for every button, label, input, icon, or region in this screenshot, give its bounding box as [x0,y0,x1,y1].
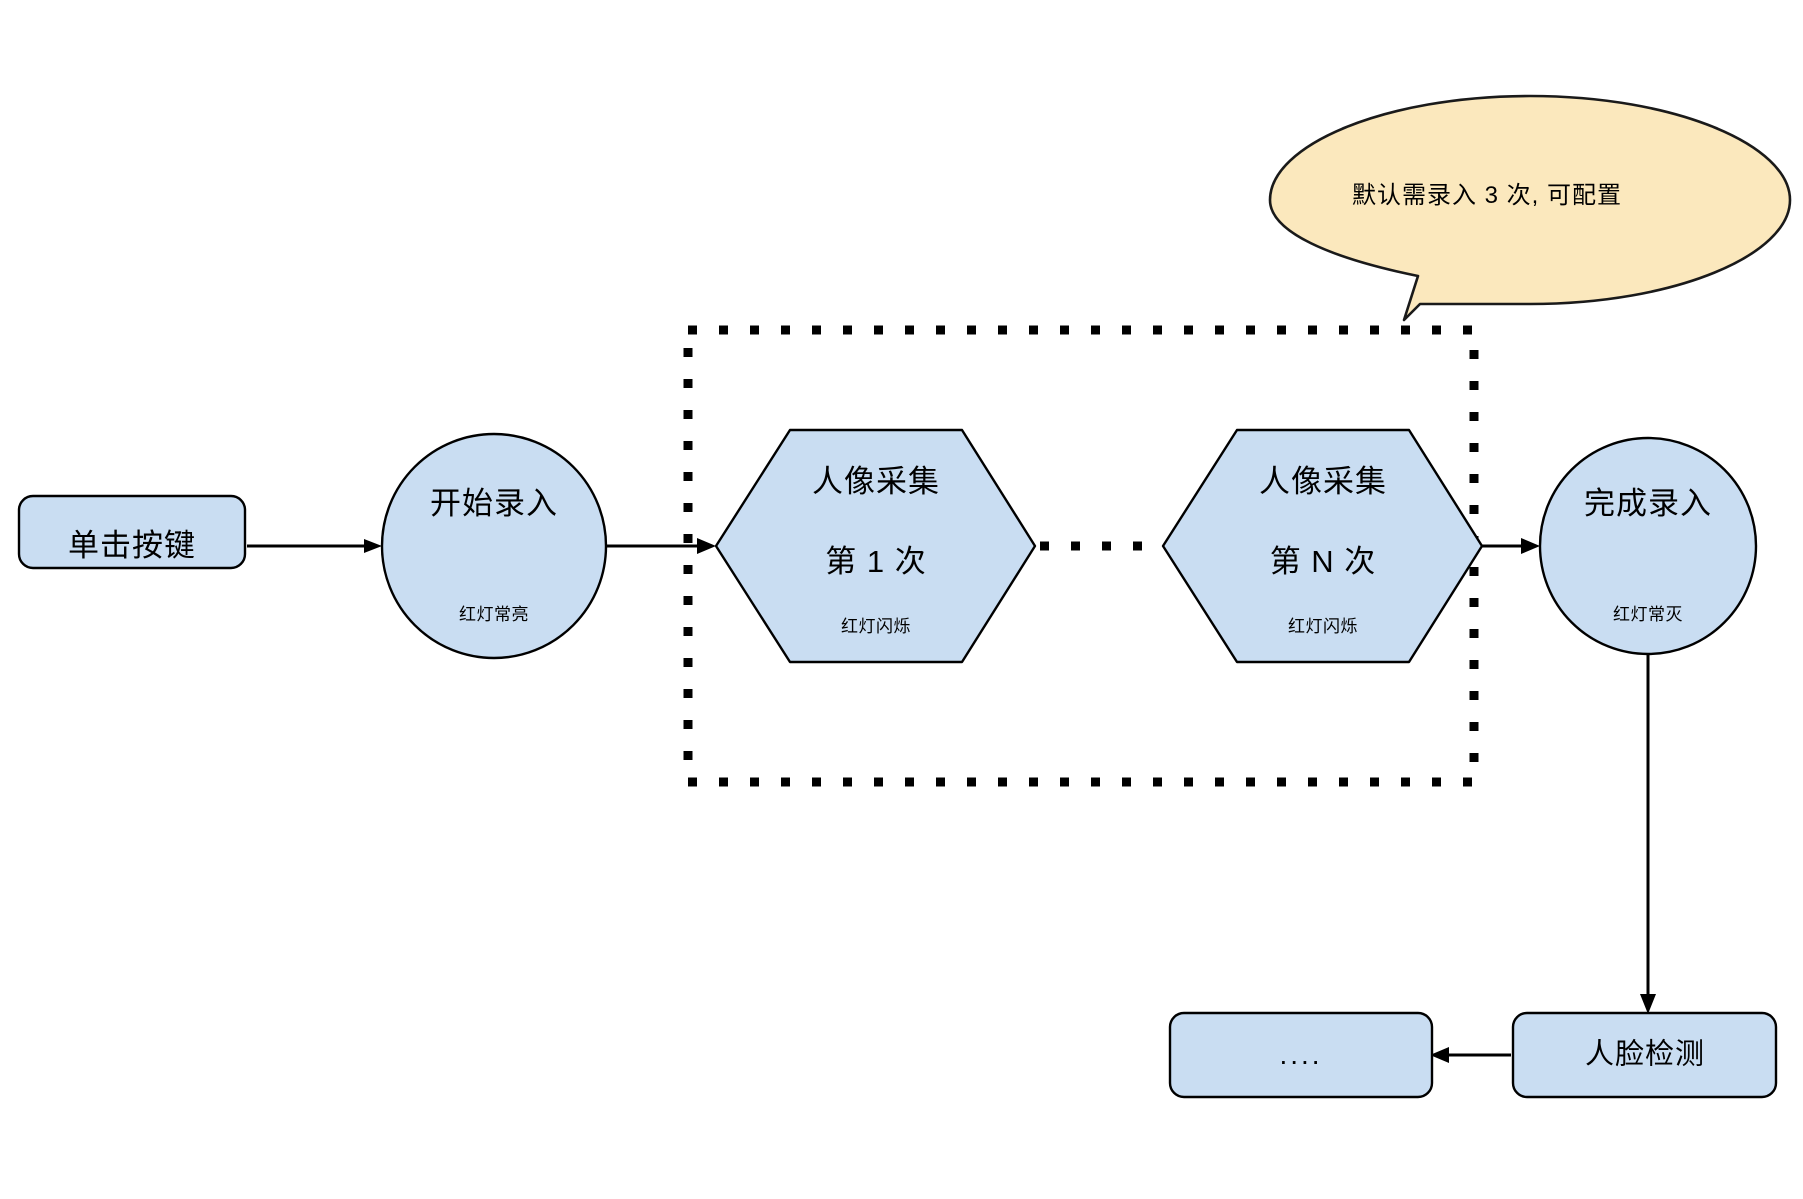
edge-start-enroll-to-capture-first [606,538,716,554]
edge-finish-enroll-to-face-detect [1640,654,1656,1014]
node-face-detect[interactable] [1511,1011,1778,1099]
node-start-enroll[interactable] [380,432,608,660]
node-capture-first[interactable] [714,428,1037,664]
edge-click-button-to-start-enroll [247,539,382,553]
node-finish-enroll[interactable] [1538,436,1758,656]
node-click-button[interactable] [17,494,247,570]
edge-face-detect-to-more-steps [1430,1047,1511,1063]
callout-repeat-note[interactable] [1268,94,1792,322]
edge-capture-nth-to-finish-enroll [1482,538,1540,554]
node-capture-nth[interactable] [1161,428,1484,664]
node-more-steps[interactable] [1168,1011,1434,1099]
